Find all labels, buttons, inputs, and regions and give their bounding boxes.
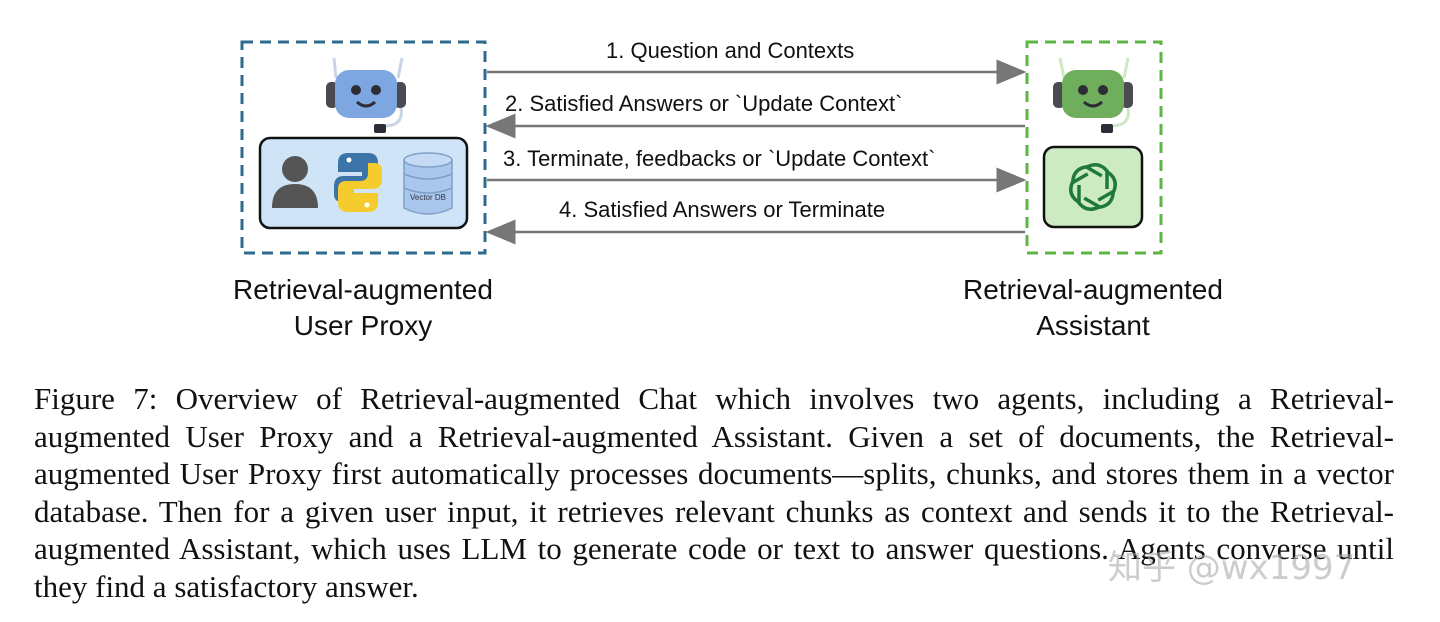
openai-icon <box>1064 162 1122 212</box>
assistant-label: Retrieval-augmented Assistant <box>913 272 1273 344</box>
user-proxy-robot-icon <box>326 57 406 133</box>
arrow-label-1: 1. Question and Contexts <box>606 38 855 63</box>
assistant-label-line2: Assistant <box>1036 310 1150 341</box>
assistant-label-line1: Retrieval-augmented <box>963 274 1223 305</box>
user-proxy-label-line2: User Proxy <box>293 310 433 341</box>
arrow-label-4: 4. Satisfied Answers or Terminate <box>559 197 886 222</box>
person-icon <box>272 156 318 208</box>
vector-db-label: Vector DB <box>410 193 446 202</box>
assistant-robot-icon <box>1053 57 1133 133</box>
user-proxy-label-line1: Retrieval-augmented <box>233 274 493 305</box>
watermark: 知乎 @wx1997 <box>1108 548 1356 588</box>
arrow-label-3: 3. Terminate, feedbacks or `Update Conte… <box>503 146 936 171</box>
user-proxy-box <box>240 40 487 255</box>
database-icon <box>403 152 453 215</box>
arrow-label-2: 2. Satisfied Answers or `Update Context` <box>505 91 903 116</box>
user-proxy-label: Retrieval-augmented User Proxy <box>183 272 543 344</box>
python-icon <box>334 153 382 212</box>
diagram: Vector DB <box>240 40 1163 255</box>
assistant-box <box>1025 40 1163 255</box>
figure-caption: Figure 7: Overview of Retrieval-augmente… <box>34 381 1394 604</box>
assistant-panel <box>1042 145 1144 229</box>
